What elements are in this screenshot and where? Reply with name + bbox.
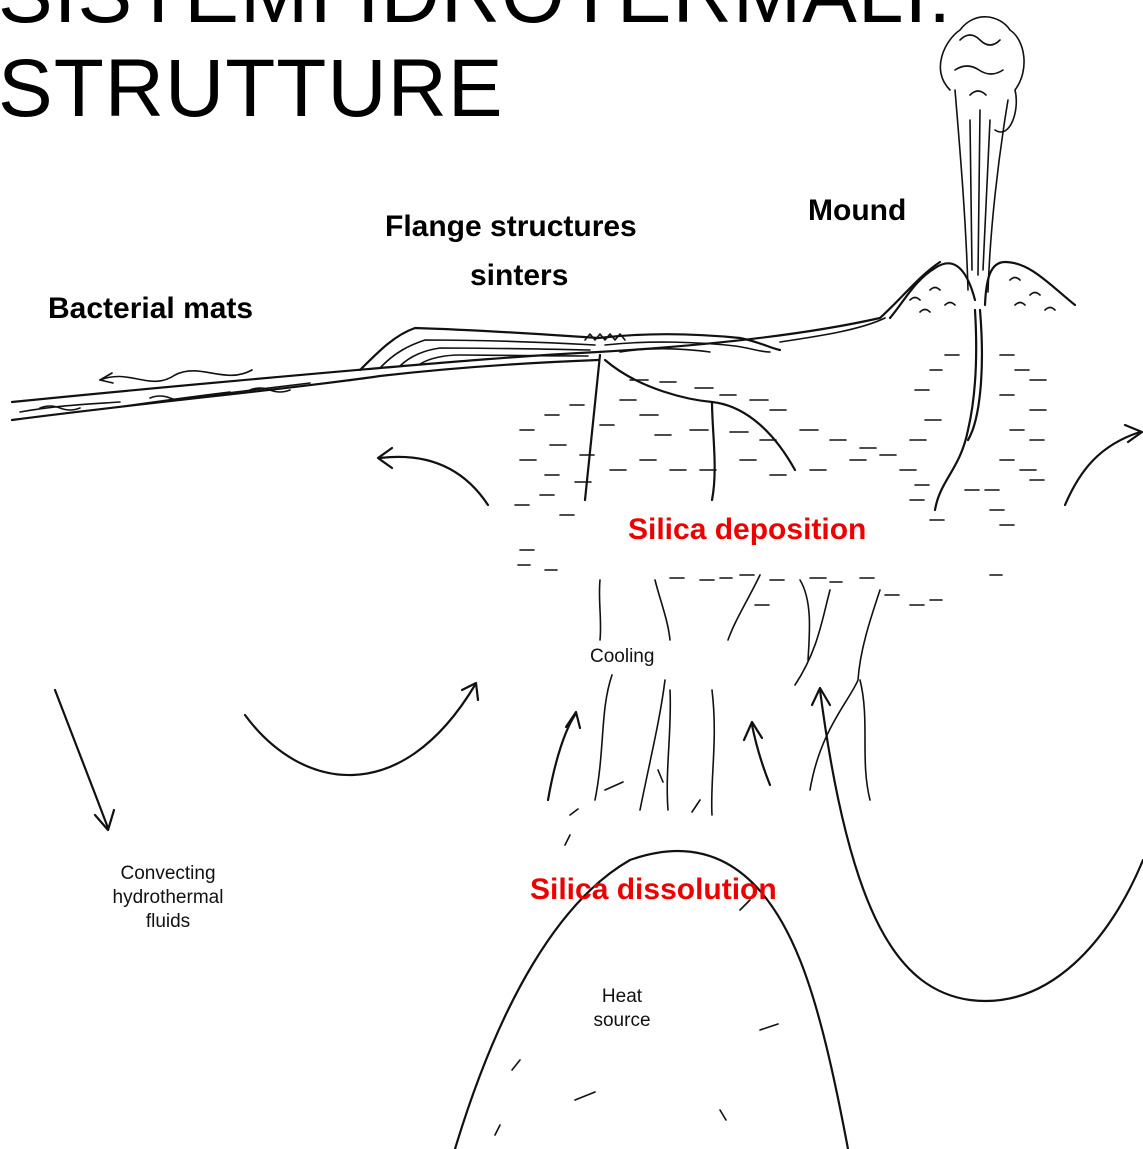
label-bacterial-mats: Bacterial mats (48, 292, 253, 326)
heat-source (455, 770, 848, 1149)
label-silica-dissolution: Silica dissolution (530, 873, 777, 907)
label-mound: Mound (808, 194, 906, 228)
label-heat-line1: Heat (582, 985, 662, 1009)
label-flange-line2: sinters (470, 259, 568, 293)
deposit-dashes (515, 355, 1046, 605)
label-silica-deposition: Silica deposition (628, 513, 866, 547)
fractures (585, 310, 982, 815)
label-heat-source: Heat source (582, 985, 662, 1033)
label-convecting-line3: fluids (108, 910, 228, 934)
label-convecting-line1: Convecting (108, 862, 228, 886)
label-cooling: Cooling (590, 645, 654, 669)
label-heat-line2: source (582, 1009, 662, 1033)
geyser-column (940, 17, 1024, 292)
label-flange-line1: Flange structures (385, 210, 637, 244)
label-convecting-line2: hydrothermal (108, 886, 228, 910)
label-convecting-fluids: Convecting hydrothermal fluids (108, 862, 228, 934)
